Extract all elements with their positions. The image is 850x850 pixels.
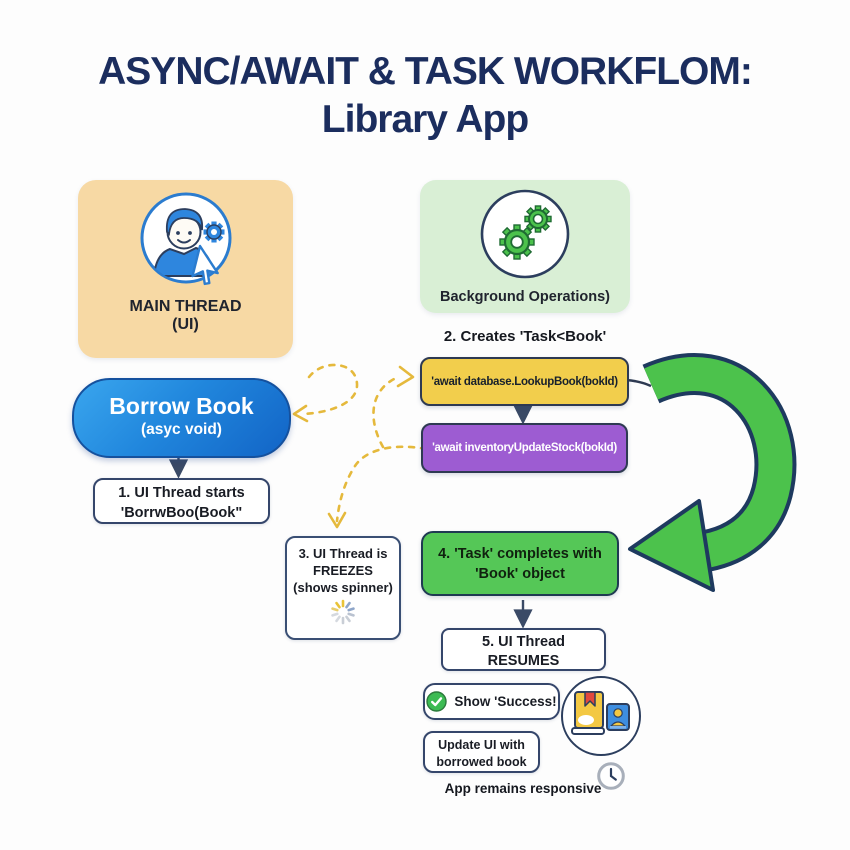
step5-box: 5. UI Thread RESUMES (441, 628, 606, 671)
small-gear-icon (203, 221, 224, 243)
await-inventory-box: 'await inventoryUpdateStock(bokId) (421, 423, 628, 473)
step5-line2: RESUMES (487, 653, 560, 669)
book-card-icon (571, 691, 630, 735)
step3-line1: 3. UI Thread is (298, 546, 388, 561)
step2-caption: 2. Creates 'Task<Book' (443, 328, 607, 345)
step1-box: 1. UI Thread starts 'BorrwBoo(Book" (93, 478, 270, 524)
show-success-box: Show 'Success! (423, 683, 560, 720)
update-ui-line2: borrowed book (436, 755, 527, 769)
spinner-icon (331, 599, 355, 625)
step1-line1: 1. UI Thread starts (118, 485, 245, 501)
gear-small (524, 205, 552, 233)
step4-line2: 'Book' object (475, 566, 565, 582)
step3-line3: (shows spinner) (293, 580, 393, 595)
footer-note: App remains responsive (444, 781, 602, 796)
step3-line2: FREEZES (313, 563, 373, 578)
clock-icon (597, 762, 625, 790)
update-ui-line1: Update UI with (438, 738, 525, 752)
user-cursor-gear-icon (140, 192, 231, 286)
update-ui-box: Update UI with borrowed book (423, 731, 540, 773)
background-ops-label: Background Operations) (440, 289, 610, 305)
step1-line2: 'BorrwBoo(Book" (120, 505, 243, 521)
gear-large (499, 224, 535, 260)
page-title-line1: ASYNC/AWAIT & TASK WORKFLOM: (98, 50, 753, 93)
step3-freezes-box: 3. UI Thread is FREEZES (shows spinner) (285, 536, 401, 640)
step5-line1: 5. UI Thread (482, 634, 565, 650)
show-success-label: Show 'Success! (454, 694, 557, 709)
await-database-box: 'await database.LookupBook(bokId) (420, 357, 629, 406)
cursor-icon (190, 244, 219, 286)
page-title-line2: Library App (321, 98, 529, 141)
check-icon (426, 691, 448, 712)
main-thread-label: MAIN THREAD (129, 298, 242, 315)
borrow-book-button: Borrow Book (asyc void) (72, 378, 291, 458)
book-card-badge (561, 676, 641, 756)
main-thread-sublabel: (UI) (172, 316, 199, 333)
borrow-book-subtitle: (asyc void) (141, 421, 222, 438)
borrow-book-title: Borrow Book (109, 393, 254, 419)
step4-line1: 4. 'Task' completes with (438, 546, 602, 562)
gears-icon (480, 189, 570, 279)
main-thread-panel: MAIN THREAD (UI) (78, 180, 293, 358)
background-ops-panel: Background Operations) (420, 180, 630, 313)
step4-box: 4. 'Task' completes with 'Book' object (421, 531, 619, 596)
